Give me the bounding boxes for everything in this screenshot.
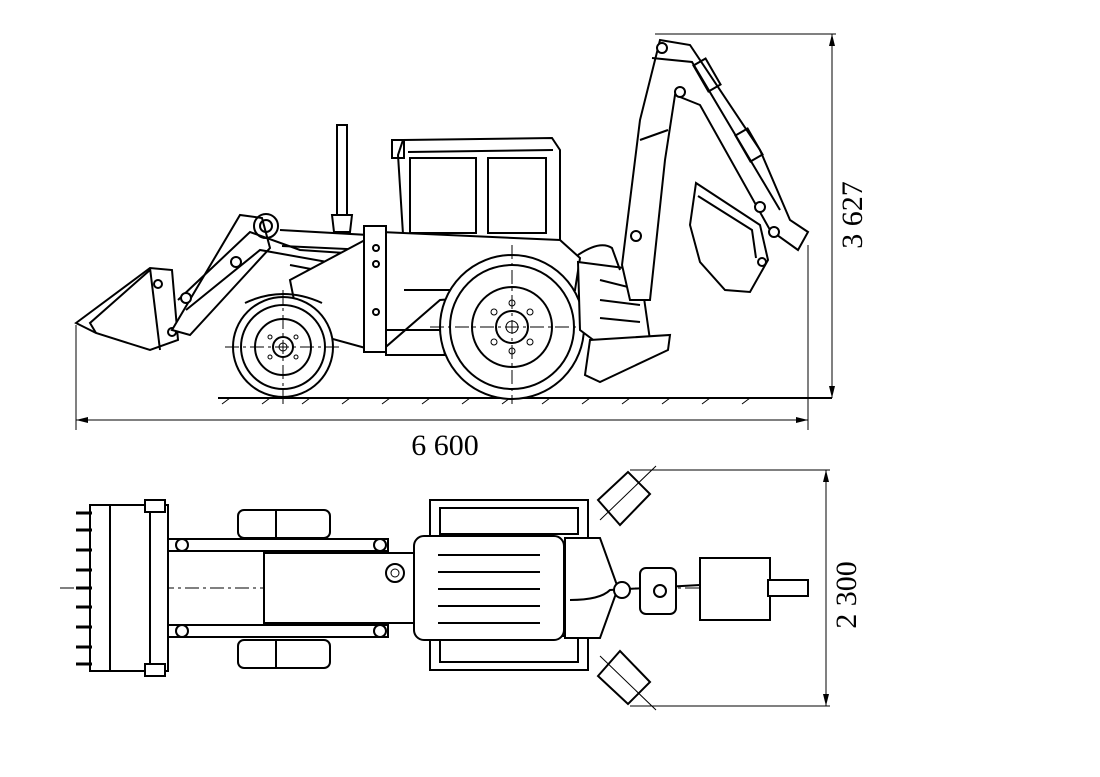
top-loader-arms — [167, 538, 389, 638]
overall-height-label: 3 627 — [836, 181, 869, 249]
top-cab — [413, 499, 589, 671]
top-front-wheels — [237, 509, 331, 669]
backhoe-boom — [620, 38, 810, 301]
side-view: 6 600 3 627 — [74, 33, 869, 462]
width-dimension: 2 300 — [630, 469, 863, 707]
ground-line — [218, 397, 832, 405]
height-dimension: 3 627 — [655, 33, 869, 398]
length-dimension: 6 600 — [75, 245, 809, 462]
top-view: 2 300 — [60, 465, 863, 711]
exhaust-pipe — [330, 124, 354, 233]
front-loader-bucket — [74, 266, 180, 352]
top-backhoe — [569, 557, 809, 621]
overall-length-label: 6 600 — [411, 429, 479, 462]
top-front-bucket — [76, 499, 169, 677]
front-wheel — [225, 290, 342, 404]
top-outriggers — [564, 465, 657, 711]
top-hood — [263, 552, 415, 624]
overall-width-label: 2 300 — [830, 561, 863, 629]
backhoe-bucket — [688, 181, 770, 294]
cab — [391, 136, 561, 284]
